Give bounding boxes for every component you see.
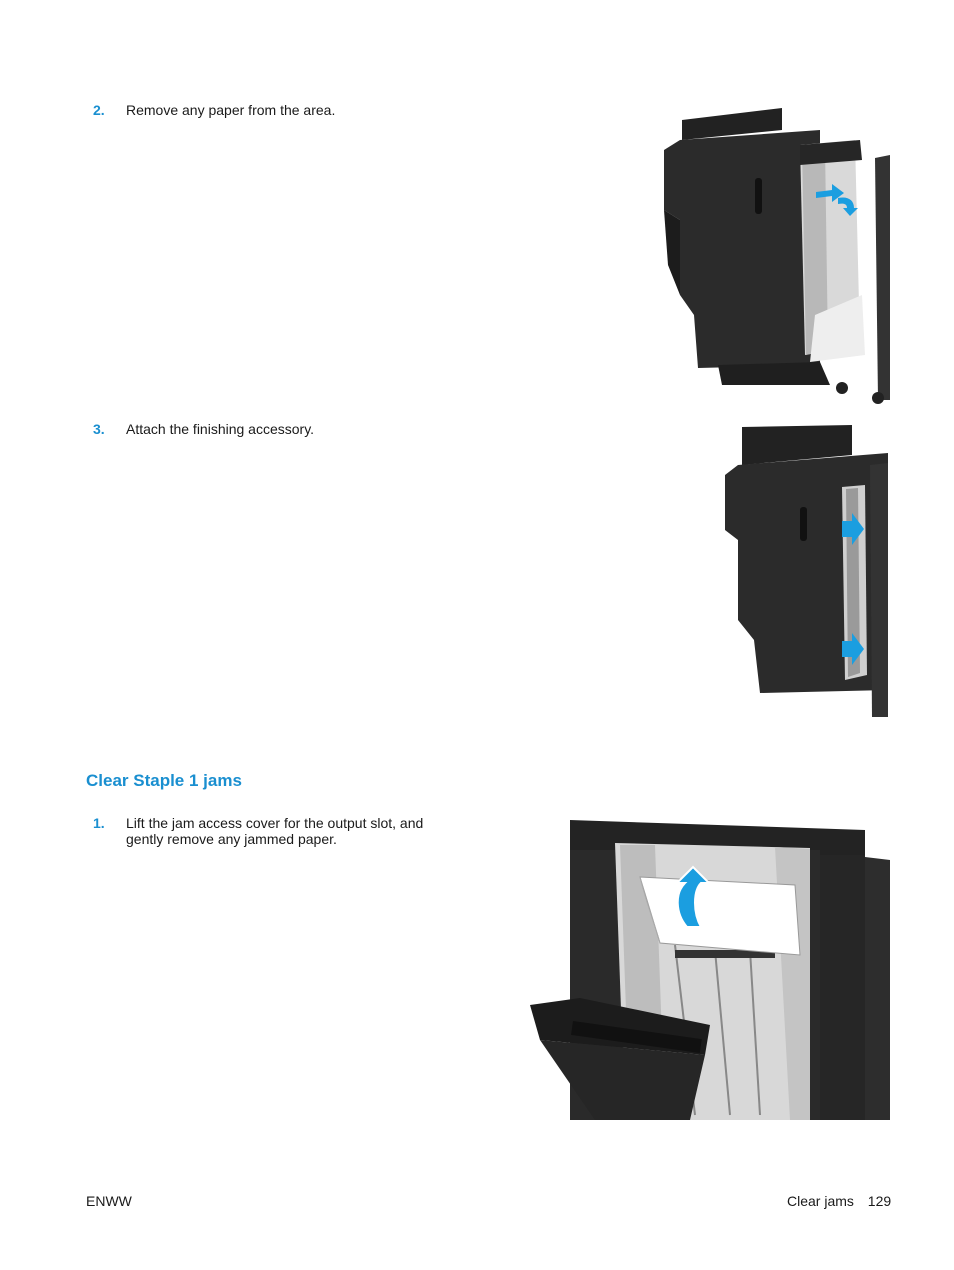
up-arrow-icon — [816, 184, 844, 202]
step-number: 1. — [93, 815, 105, 831]
footer-right: Clear jams 129 — [787, 1193, 891, 1209]
finisher-attach-figure — [725, 425, 888, 717]
right-arrow-icon — [842, 513, 864, 545]
step-number: 2. — [93, 102, 105, 118]
right-arrow-icon — [842, 633, 864, 665]
page-number: 129 — [867, 1193, 892, 1209]
staple-jam-figure — [530, 820, 890, 1120]
step-number: 3. — [93, 421, 105, 437]
footer-left: ENWW — [86, 1193, 132, 1209]
step-text: Attach the finishing accessory. — [126, 421, 315, 437]
curved-arrow-icon — [838, 197, 858, 216]
section-heading: Clear Staple 1 jams — [86, 771, 242, 790]
step-text: Lift the jam access cover for the output… — [126, 815, 424, 847]
step-text: Remove any paper from the area. — [126, 102, 336, 118]
footer-section: Clear jams — [787, 1193, 854, 1209]
finisher-open-door-figure — [664, 108, 890, 404]
lift-arrow-icon — [674, 865, 712, 928]
